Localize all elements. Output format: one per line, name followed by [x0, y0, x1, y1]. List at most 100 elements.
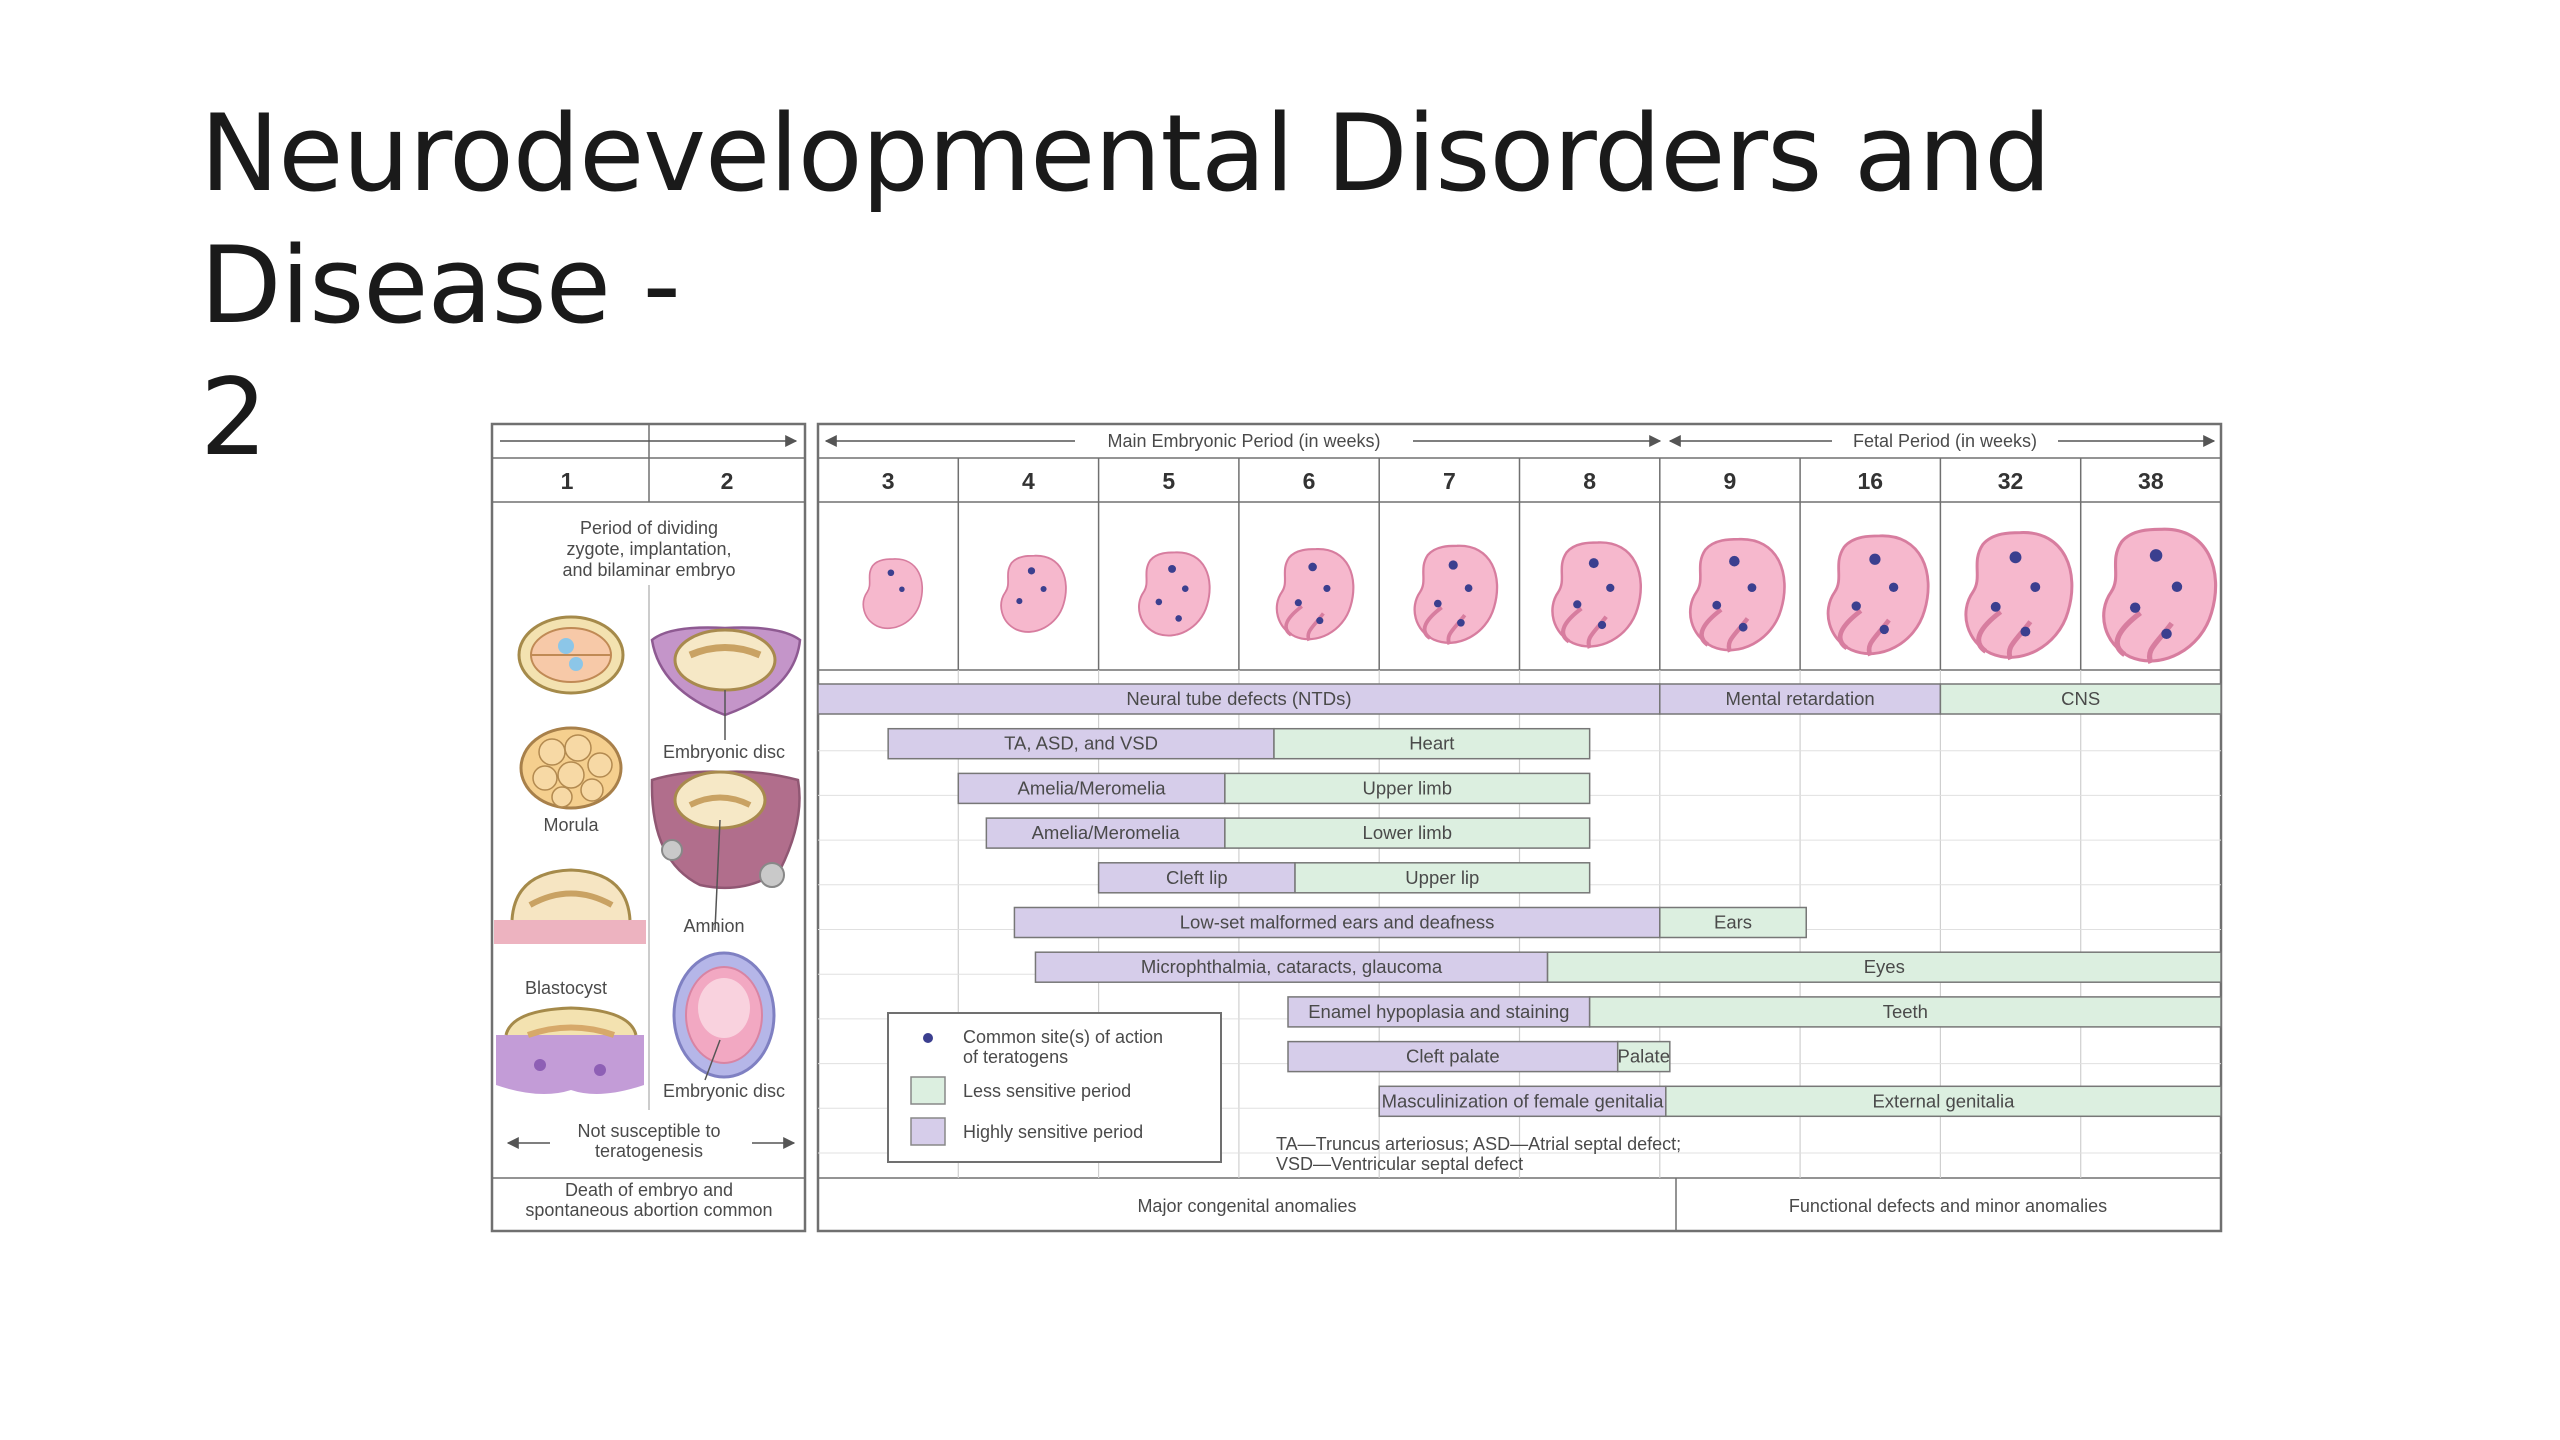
bar-high-row-1 [817, 683, 1661, 715]
bar-high-label-row-9: Cleft palate [1406, 1046, 1500, 1067]
bar-less-row-6 [1659, 906, 1807, 939]
morula-illustration [519, 726, 623, 810]
week-2-label: 2 [721, 468, 734, 494]
sensitivity-bars: Neural tube defects (NTDs) Mental retarda… [817, 683, 2222, 1118]
bar-less-row-9 [1616, 1040, 1671, 1073]
embryo-week-7-illustration [1413, 544, 1499, 646]
bar-less-label-row-8: Teeth [1883, 1001, 1928, 1022]
bilaminar-disc-illustration-1 [650, 626, 802, 740]
bar-less-row-3 [1224, 772, 1591, 805]
week-32-label: 32 [1998, 468, 2024, 494]
legend-less-swatch [910, 1076, 946, 1105]
week-6-label: 6 [1303, 468, 1316, 494]
legend-dot-text-line-1: Common site(s) of action [963, 1027, 1163, 1047]
bar-less-row-7 [1546, 951, 2222, 983]
abbreviations-line-1: TA—Truncus arteriosus; ASD—Atrial septal… [1276, 1134, 1681, 1154]
blastocyst-illustration [494, 868, 646, 944]
zygote-illustration [517, 615, 625, 695]
embryo-week-16-illustration [1826, 534, 1930, 657]
week-7-label: 7 [1443, 468, 1456, 494]
bar-high-2-label-row-1: Mental retardation [1726, 688, 1875, 709]
period-text-line-1: Period of dividing [580, 518, 718, 538]
bar-less-label-row-10: External genitalia [1872, 1090, 2015, 1111]
bar-less-row-2 [1273, 727, 1591, 760]
legend-high-swatch [910, 1117, 946, 1146]
bar-high-label-row-7: Microphthalmia, cataracts, glaucoma [1141, 956, 1443, 977]
bar-high-label-row-1: Neural tube defects (NTDs) [1126, 688, 1351, 709]
functional-defects-label: Functional defects and minor anomalies [1789, 1196, 2107, 1216]
bar-high-row-8 [1287, 996, 1591, 1028]
death-text-line-2: spontaneous abortion common [525, 1200, 772, 1220]
bar-less-label-row-9: Palate [1618, 1046, 1670, 1067]
legend-high-text: Highly sensitive period [963, 1122, 1143, 1142]
embryo-week-5-illustration [1138, 551, 1211, 637]
slide-title-line-1: Neurodevelopmental Disorders and Disease… [200, 92, 2051, 347]
bar-less-row-1 [1939, 683, 2222, 715]
bar-high-label-row-4: Amelia/Meromelia [1032, 822, 1181, 843]
slide-title-line-2: 2 [200, 356, 267, 479]
bar-less-label-row-2: Heart [1409, 733, 1454, 754]
bar-high-row-5 [1097, 862, 1296, 894]
amnion-label: Amnion [683, 916, 744, 936]
embryo-week-8-illustration [1551, 541, 1642, 649]
fetal-period-label: Fetal Period (in weeks) [1853, 431, 2037, 451]
bar-high-row-9 [1287, 1040, 1619, 1073]
embryo-week-6-illustration [1275, 548, 1355, 642]
bar-high-label-row-5: Cleft lip [1166, 867, 1228, 888]
bilaminar-disc-illustration-2 [650, 770, 801, 931]
bar-less-row-5 [1294, 862, 1591, 894]
embryo-week-4-illustration [1000, 554, 1067, 633]
embryo-illustrations [862, 527, 2218, 664]
bar-less-label-row-4: Lower limb [1363, 822, 1452, 843]
week-3-label: 3 [882, 468, 895, 494]
left-panel: 1 2 Period of dividing zygote, implantat… [490, 422, 807, 1233]
implanting-blastocyst-illustration [496, 1006, 644, 1094]
major-anomalies-label: Major congenital anomalies [1137, 1196, 1356, 1216]
death-text-line-1: Death of embryo and [565, 1180, 733, 1200]
embryonic-disc-label-1: Embryonic disc [663, 742, 785, 762]
slide-title: Neurodevelopmental Disorders and Disease… [200, 88, 2400, 484]
bar-high-label-row-3: Amelia/Meromelia [1018, 777, 1167, 798]
bar-high-row-10 [1378, 1085, 1667, 1118]
bar-less-label-row-3: Upper limb [1363, 777, 1452, 798]
chorionic-sac-illustration [672, 951, 776, 1081]
week-9-label: 9 [1724, 468, 1737, 494]
main-embryonic-period-label: Main Embryonic Period (in weeks) [1107, 431, 1380, 451]
period-text-line-2: zygote, implantation, [566, 539, 731, 559]
not-susceptible-line-2: teratogenesis [595, 1141, 703, 1161]
main-panel: Main Embryonic Period (in weeks) Fetal P… [816, 422, 2223, 1233]
bar-high-label-row-10: Masculinization of female genitalia [1382, 1090, 1664, 1111]
week-16-label: 16 [1857, 468, 1883, 494]
week-1-label: 1 [561, 468, 574, 494]
blastocyst-label: Blastocyst [525, 978, 607, 998]
week-38-label: 38 [2138, 468, 2164, 494]
bar-less-row-10 [1665, 1085, 2222, 1118]
bar-high-row-6 [1013, 906, 1661, 939]
bar-less-row-4 [1224, 817, 1591, 849]
abbreviations-line-2: VSD—Ventricular septal defect [1276, 1154, 1523, 1174]
embryonic-disc-label-2: Embryonic disc [663, 1081, 785, 1101]
bar-high-label-row-8: Enamel hypoplasia and staining [1308, 1001, 1569, 1022]
bar-less-label-row-5: Upper lip [1405, 867, 1479, 888]
legend: Common site(s) of action of teratogens L… [887, 1012, 1222, 1163]
bar-high-2-row-1 [1659, 683, 1942, 715]
period-text-line-3: and bilaminar embryo [562, 560, 735, 580]
embryo-week-32-illustration [1964, 531, 2074, 661]
morula-label: Morula [543, 815, 599, 835]
teratogen-site-dot-icon [923, 1033, 933, 1043]
embryo-week-38-illustration [2102, 527, 2218, 664]
legend-less-text: Less sensitive period [963, 1081, 1131, 1101]
not-susceptible-line-1: Not susceptible to [577, 1121, 720, 1141]
embryo-week-9-illustration [1688, 537, 1786, 653]
bar-less-row-8 [1588, 996, 2222, 1028]
week-5-label: 5 [1162, 468, 1175, 494]
bar-less-label-row-6: Ears [1714, 912, 1752, 933]
bar-less-label-row-1: CNS [2061, 688, 2100, 709]
bar-high-label-row-2: TA, ASD, and VSD [1004, 733, 1158, 754]
embryo-week-3-illustration [862, 558, 924, 630]
week-8-label: 8 [1583, 468, 1596, 494]
bar-high-row-4 [985, 817, 1226, 849]
bar-less-label-row-7: Eyes [1864, 956, 1905, 977]
